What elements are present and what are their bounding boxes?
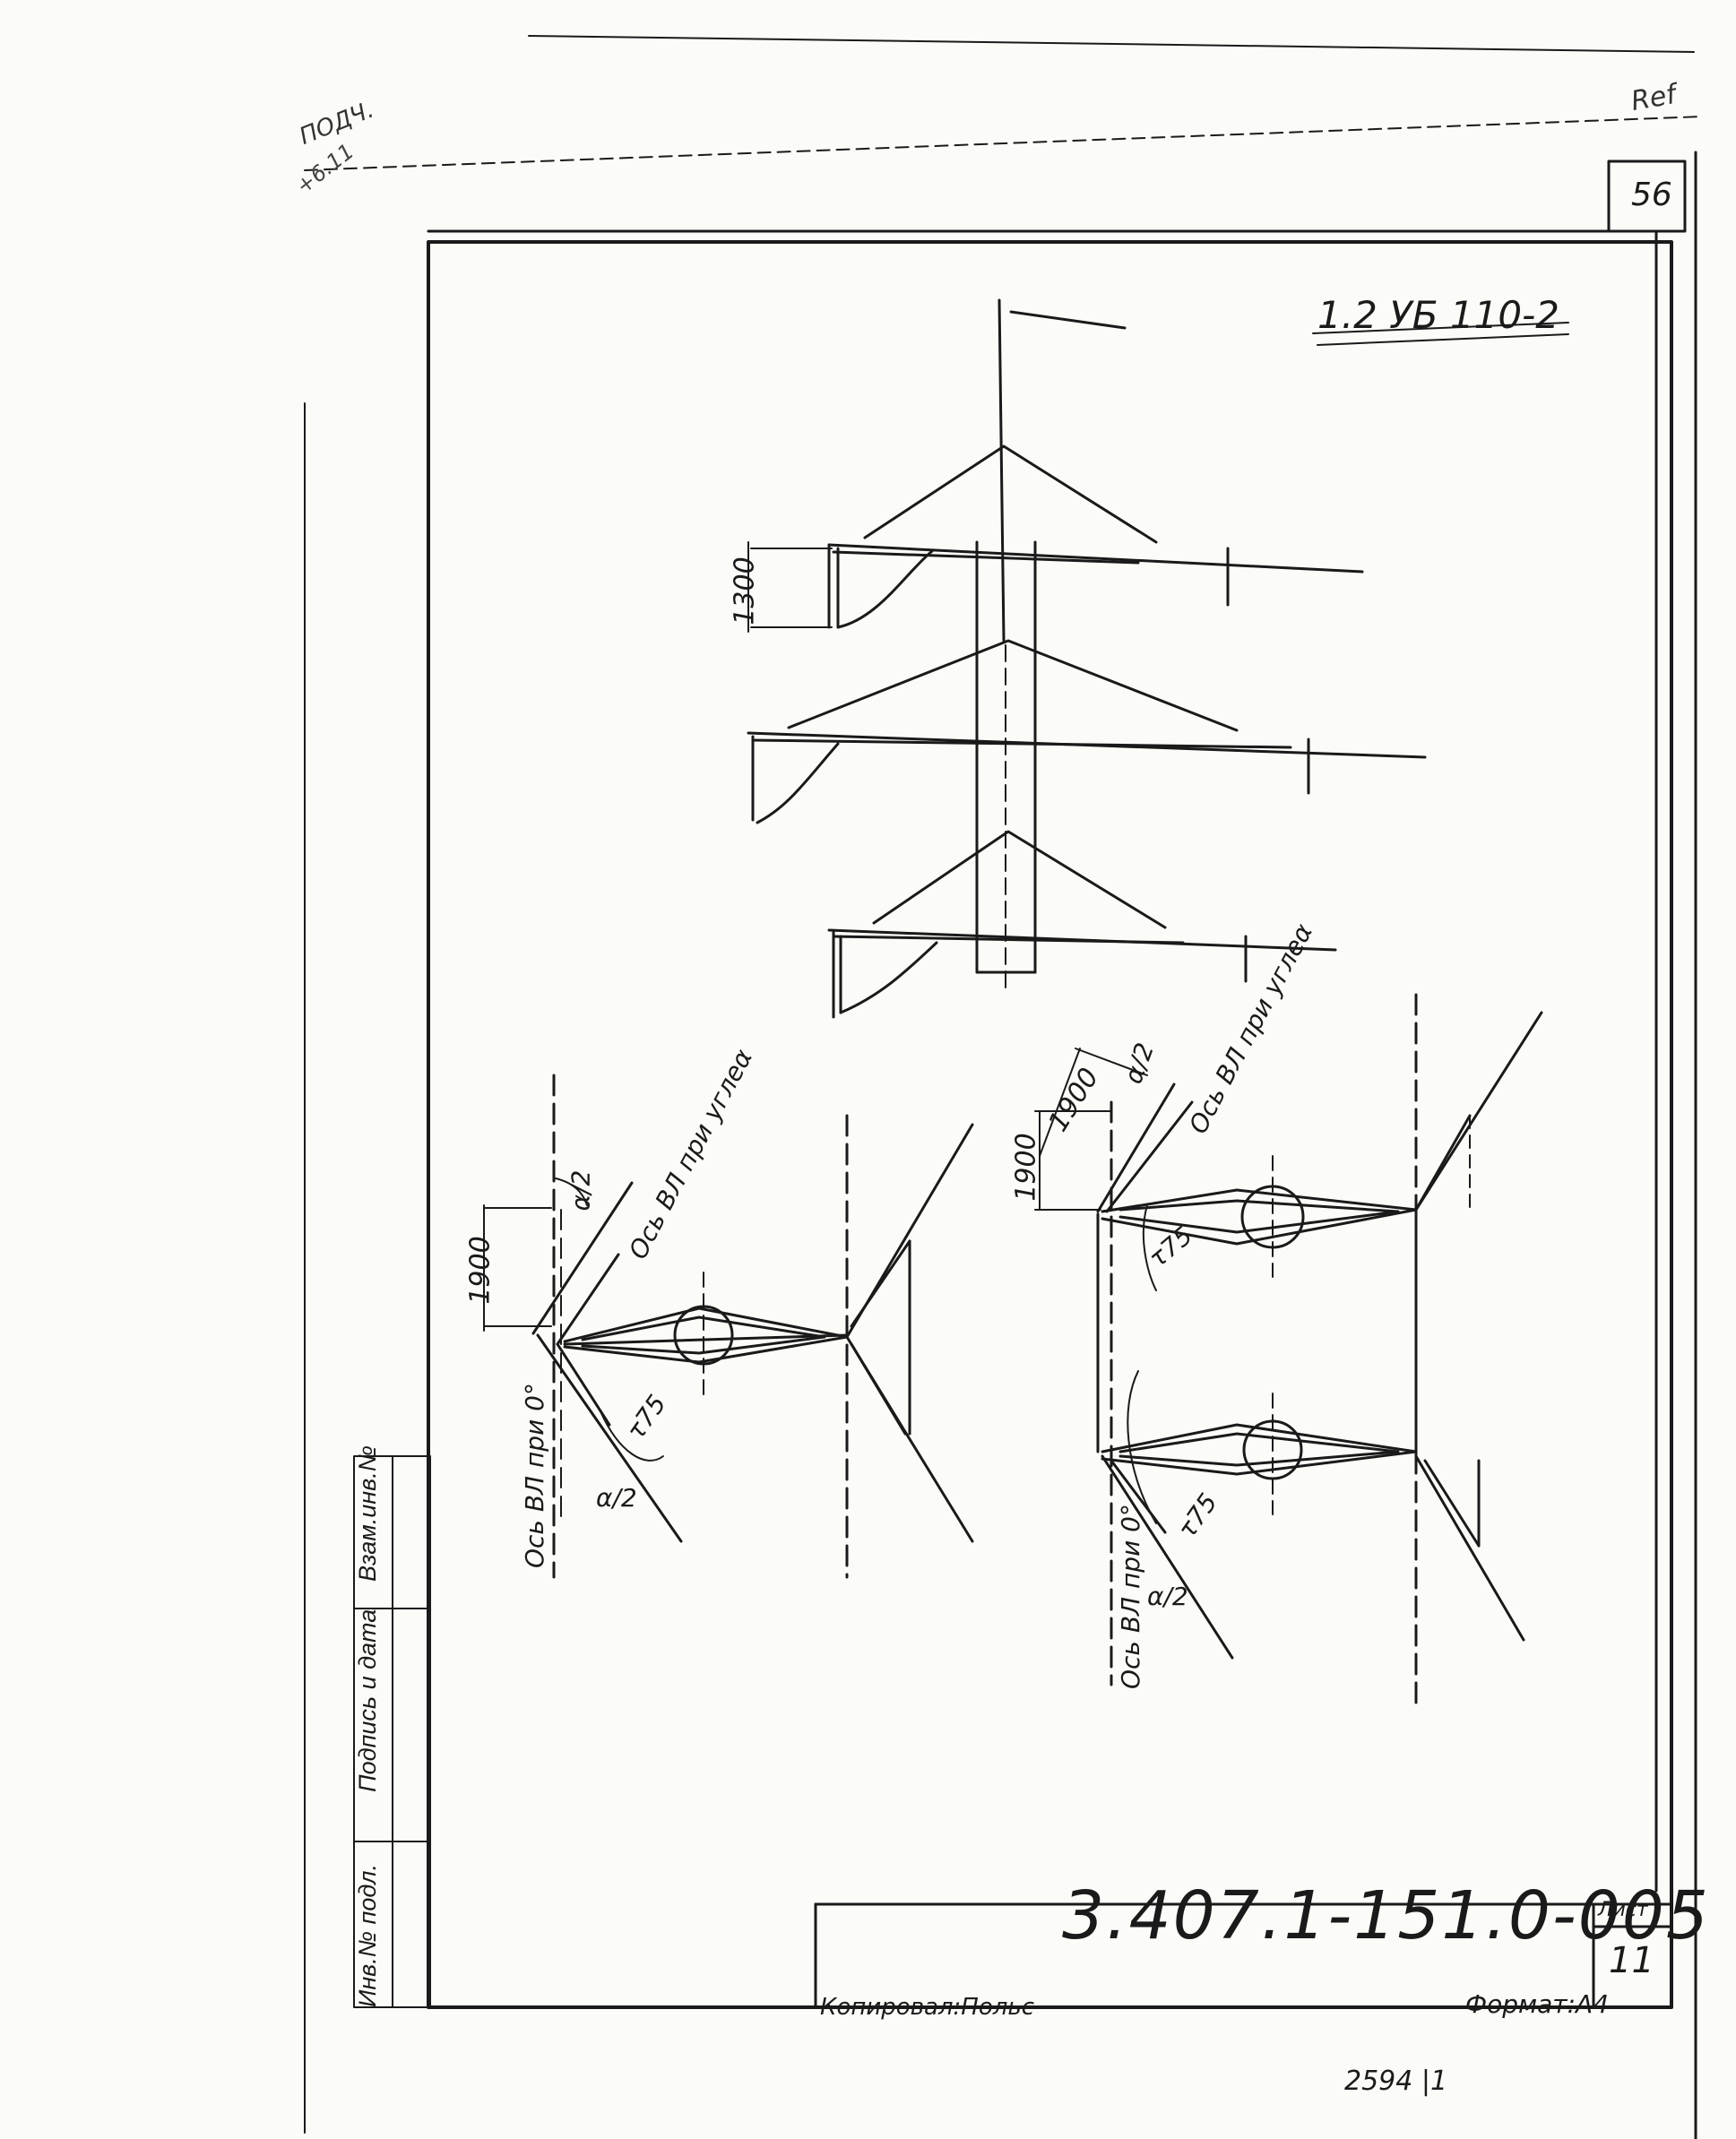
side-cell-replacement-inventory: Взам.инв.№	[354, 1445, 381, 1582]
page-number-box	[1607, 160, 1687, 233]
code-underline-2	[1317, 333, 1569, 346]
half-angle-label-left: α/2	[596, 1483, 637, 1513]
pylon-elevation	[747, 298, 1427, 1019]
archive-number: 2594 |1	[1344, 2066, 1448, 2097]
dimension-1300: 1300	[729, 556, 761, 625]
top-trim-line	[528, 35, 1695, 53]
drawing-code: 1.2 УБ 110-2	[1317, 293, 1559, 337]
drawing-frame	[427, 240, 1673, 2009]
side-cell-inventory-original: Инв.№ подл.	[354, 1863, 381, 2007]
title-block	[814, 1902, 1673, 2009]
sheet-label: Лист	[1598, 1899, 1648, 1921]
axis-at-zero-label-left: Ось ВЛ при 0°	[520, 1383, 549, 1568]
copied-by-label: Копировал:Польс	[820, 1994, 1035, 2021]
side-cell-signature-date: Подпись и дата	[354, 1609, 381, 1792]
half-angle-label-right: α/2	[1147, 1582, 1188, 1611]
half-angle-top-label-left: α/2	[566, 1169, 596, 1212]
top-dashed-line	[304, 116, 1704, 171]
page-number: 56	[1631, 177, 1672, 213]
document-number: 3.407.1-151.0-005	[1062, 1877, 1710, 1954]
plan-view-left	[483, 1074, 974, 1579]
dimension-1900-right: 1900	[1010, 1133, 1042, 1202]
dim-1300-lines	[747, 541, 833, 633]
side-stamp-table	[353, 1455, 431, 2008]
plan-view-right	[1034, 993, 1543, 1713]
axis-at-zero-label-right: Ось ВЛ при 0°	[1116, 1504, 1145, 1689]
dimension-1900-left: 1900	[464, 1236, 497, 1305]
code-underline-1	[1312, 322, 1569, 334]
sheet-number: 11	[1609, 1940, 1654, 1981]
format-label: Формат:А4	[1465, 1989, 1610, 2019]
